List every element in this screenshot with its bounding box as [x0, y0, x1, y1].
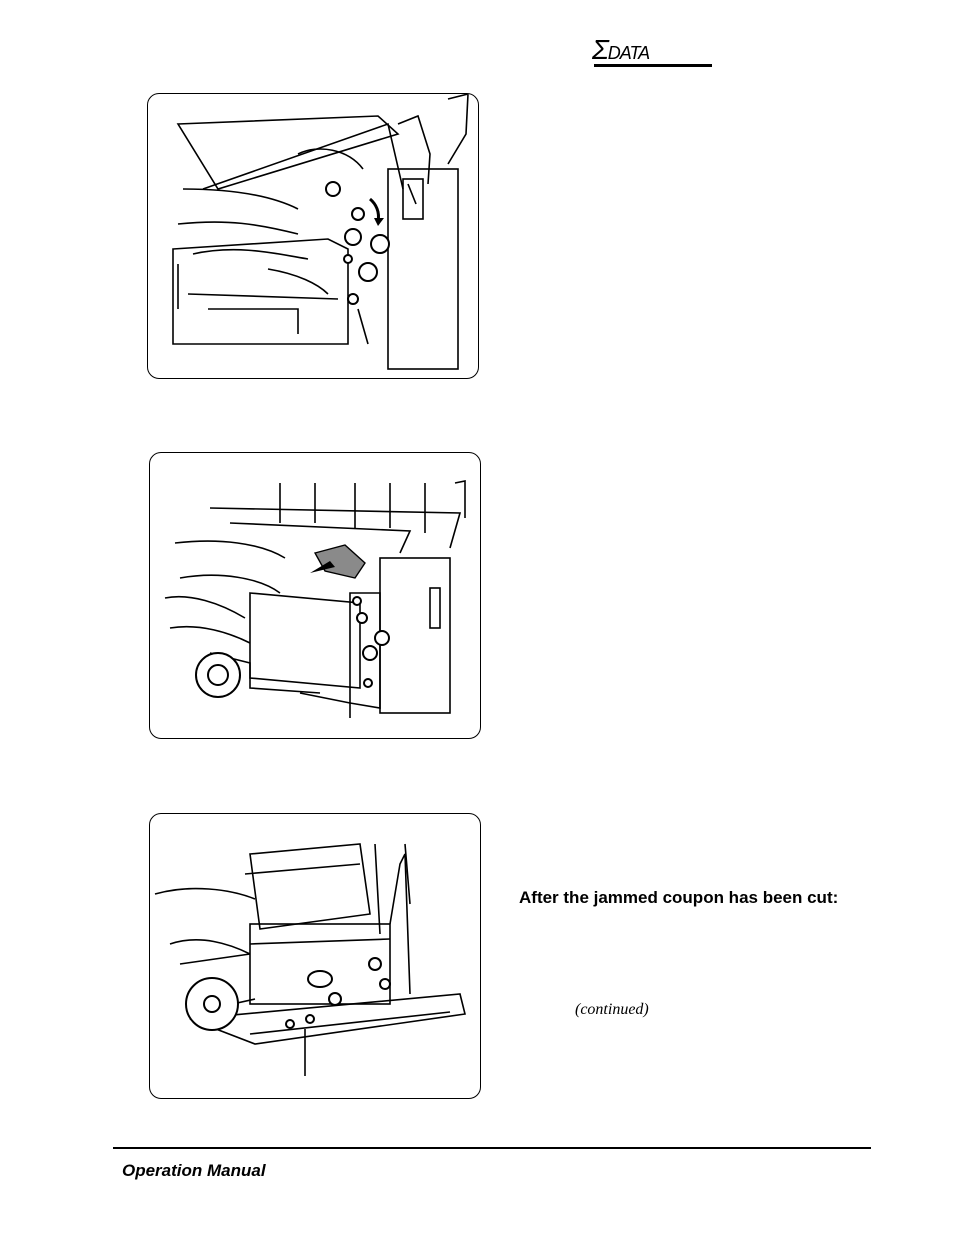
printer-coupon-jam-removal-illustration — [164, 480, 466, 718]
figure-3 — [149, 813, 481, 1099]
logo-underline — [594, 64, 712, 67]
continued-note: (continued) — [575, 1001, 649, 1018]
printer-door-hand-turn-knob-illustration — [172, 94, 469, 370]
logo-text: ΣDATA — [592, 34, 650, 66]
figure-2 — [149, 452, 481, 739]
step-heading: After the jammed coupon has been cut: — [519, 888, 839, 907]
footer-title: Operation Manual — [122, 1161, 266, 1180]
printer-cutter-mechanism-illustration — [154, 843, 466, 1076]
sigma-data-logo: ΣDATA — [592, 34, 712, 70]
figure-1 — [147, 93, 479, 379]
logo-sigma: Σ — [592, 34, 609, 65]
footer-rule — [113, 1147, 871, 1149]
logo-word: DATA — [607, 43, 650, 63]
